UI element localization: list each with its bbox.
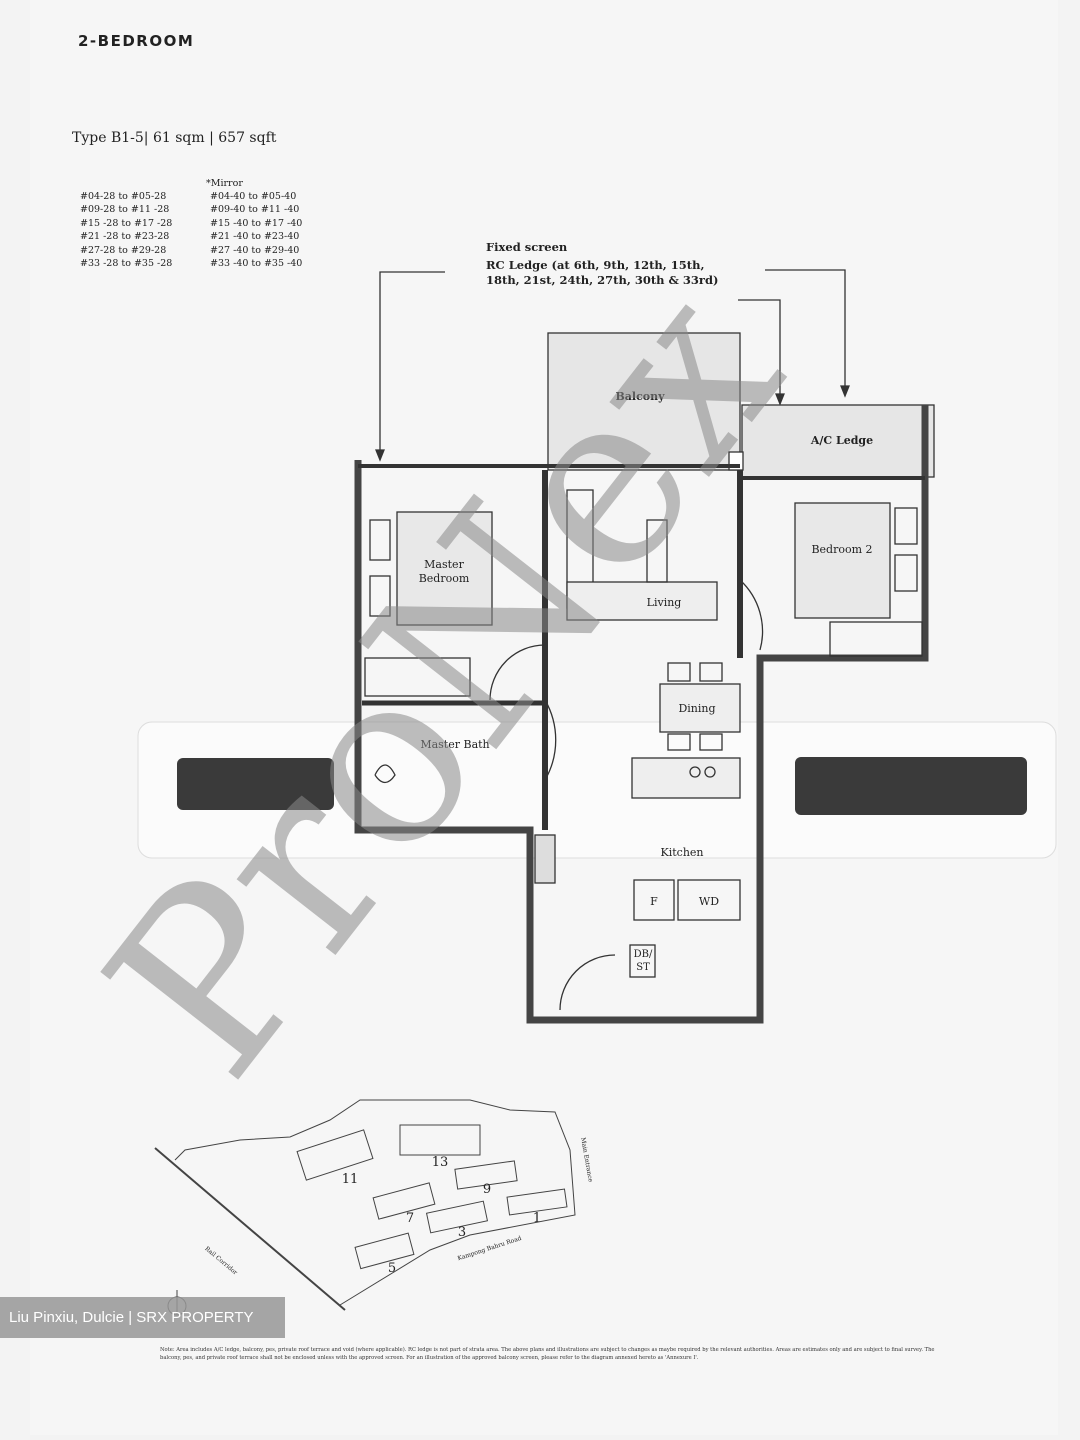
stove-burner — [689, 766, 701, 778]
db-label: DB/ — [634, 949, 653, 960]
highlight-band — [137, 721, 1057, 859]
redacted-label-box — [177, 758, 334, 810]
agent-badge: Liu Pinxiu, Dulcie | SRX PROPERTY — [0, 1297, 285, 1338]
block-label: 13 — [432, 1155, 449, 1170]
site-plan — [154, 1099, 576, 1311]
unit-range: #04-28 to #05-28 — [80, 191, 167, 202]
room-label-master: Master — [424, 558, 464, 571]
unit-range: #27 -40 to #29-40 — [210, 244, 300, 256]
unit-range: #15 -28 to #17 -28 — [80, 217, 173, 229]
tv-console — [646, 519, 668, 583]
fixed-screen-label: Fixed screen — [486, 240, 568, 254]
unit-range: #33 -40 to #35 -40 — [210, 258, 303, 270]
bedside-table — [894, 554, 918, 592]
unit-range: #15 -40 to #17 -40 — [210, 217, 303, 229]
chair — [699, 662, 723, 682]
block-label: 3 — [458, 1225, 466, 1240]
washer-dryer — [677, 879, 741, 921]
block-5 — [354, 1232, 415, 1270]
room-label-dining: Dining — [678, 702, 715, 715]
unit-range: #09-40 to #11 -40 — [210, 204, 300, 216]
room-label-master-2: Bedroom — [419, 572, 470, 585]
block-9 — [454, 1160, 518, 1190]
block-13 — [399, 1124, 481, 1156]
bedside-table — [369, 575, 391, 617]
block-3 — [425, 1200, 489, 1234]
unit-range: #27-28 to #29-28 — [80, 244, 167, 256]
unit-range: #21 -40 to #23-40 — [210, 231, 300, 243]
redacted-label-box — [795, 757, 1027, 815]
callout-text: Fixed screen RC Ledge (at 6th, 9th, 12th… — [486, 240, 718, 288]
disclaimer-note: Note: Area includes A/C ledge, balcony, … — [160, 1347, 935, 1361]
room-label-ac-ledge: A/C Ledge — [810, 434, 873, 447]
toilet — [374, 764, 396, 784]
site-boundary — [174, 1099, 576, 1306]
db-st-cabinet — [629, 944, 656, 978]
block-label: 9 — [483, 1182, 491, 1197]
arrow-icon — [775, 393, 785, 406]
block-1 — [506, 1188, 568, 1216]
main-door-swing — [559, 954, 616, 1011]
balcony-area — [547, 332, 741, 471]
unit-list: #04-28 to #05-28 #09-28 to #11 -28 #15 -… — [80, 190, 172, 270]
room-label-bedroom-2: Bedroom 2 — [811, 543, 872, 556]
exterior-wall — [354, 405, 929, 1024]
block-label: 7 — [406, 1211, 414, 1226]
road-label: Kampong Bahru Road — [457, 1235, 523, 1262]
fridge-label: F — [650, 895, 658, 908]
room-label-kitchen: Kitchen — [661, 846, 704, 859]
unit-range: #21 -28 to #23-28 — [80, 231, 170, 243]
kitchen-counter — [631, 757, 741, 799]
room-label-master-bath: Master Bath — [420, 738, 489, 751]
chair — [667, 662, 691, 682]
leader-line — [738, 299, 781, 402]
block-label: 5 — [388, 1261, 396, 1276]
shower — [534, 834, 556, 884]
stove-burner — [704, 766, 716, 778]
mirror-unit-list: #04-40 to #05-40 #09-40 to #11 -40 #15 -… — [210, 190, 302, 270]
wd-label: WD — [699, 895, 719, 908]
unit-range: #04-40 to #05-40 — [210, 191, 297, 202]
living-rug — [566, 581, 718, 621]
chair — [667, 733, 691, 751]
block-label: 11 — [342, 1172, 359, 1187]
ac-ledge-area — [741, 404, 935, 478]
dining-table — [659, 683, 741, 733]
leader-line — [379, 271, 445, 458]
page-title: 2-BEDROOM — [78, 32, 195, 50]
door-swing — [739, 579, 764, 651]
master-bed — [396, 511, 493, 626]
room-label-balcony: Balcony — [615, 390, 665, 403]
mirror-label: *Mirror — [206, 178, 243, 189]
room-label-living: Living — [647, 596, 682, 609]
block-7 — [372, 1182, 436, 1220]
arrow-icon — [375, 449, 385, 462]
bed-2 — [794, 502, 891, 619]
block-label: 1 — [533, 1211, 541, 1226]
rail-corridor-label: Rail Corridor — [203, 1245, 238, 1276]
st-label: ST — [636, 962, 650, 973]
wardrobe — [364, 657, 471, 697]
unit-range: #33 -28 to #35 -28 — [80, 258, 173, 270]
entrance-label: Main Entrance — [579, 1137, 594, 1183]
door-swing — [544, 699, 557, 781]
door-swing — [489, 644, 546, 701]
rc-ledge-label-2: 18th, 21st, 24th, 27th, 30th & 33rd) — [486, 273, 719, 287]
rc-ledge-label: RC Ledge (at 6th, 9th, 12th, 15th, — [486, 258, 705, 272]
chair — [699, 733, 723, 751]
unit-type: Type B1-5| 61 sqm | 657 sqft — [72, 130, 277, 146]
fridge — [633, 879, 675, 921]
leader-line — [765, 269, 846, 394]
bedside-table — [369, 519, 391, 561]
bedside-table — [894, 507, 918, 545]
block-11 — [296, 1129, 374, 1181]
rail-corridor-line — [154, 1147, 346, 1311]
arrow-icon — [840, 385, 850, 398]
wardrobe — [829, 621, 923, 657]
unit-range: #09-28 to #11 -28 — [80, 204, 170, 216]
